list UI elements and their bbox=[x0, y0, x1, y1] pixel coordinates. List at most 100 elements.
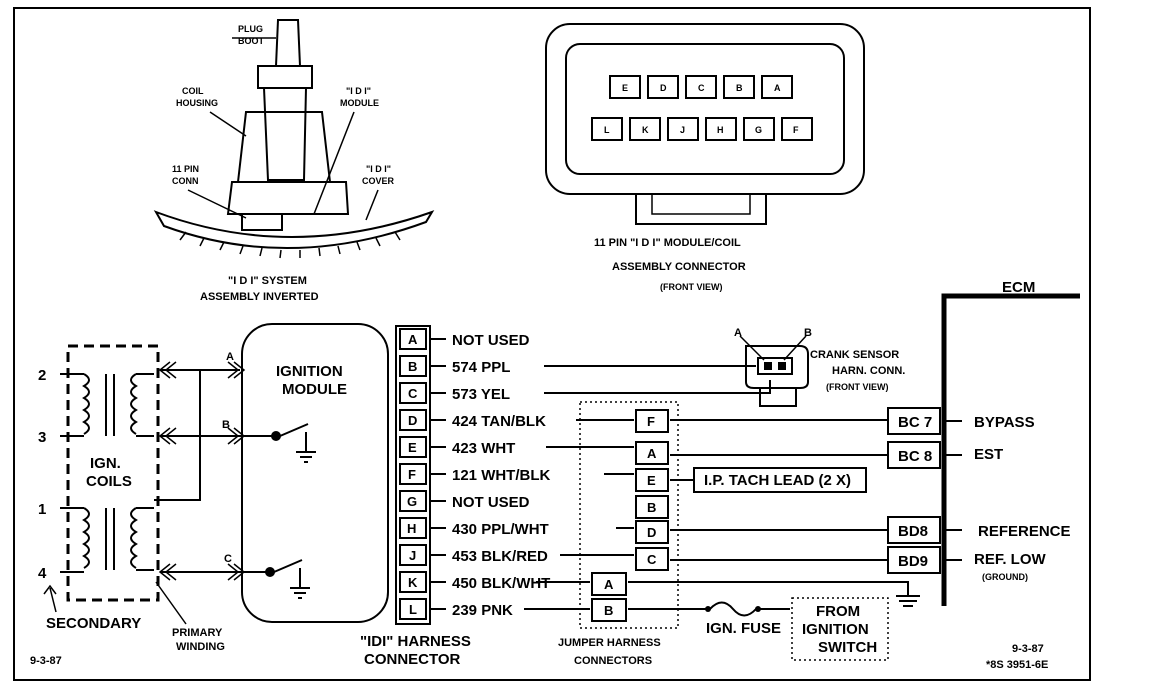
connector-pin: C bbox=[698, 83, 705, 93]
ecm-pin: BC 8 bbox=[898, 448, 932, 465]
connector-pin: L bbox=[604, 125, 610, 135]
idi-module-label-2: MODULE bbox=[340, 98, 379, 108]
jumper-pin: B bbox=[604, 603, 613, 618]
svg-text:CONNECTOR: CONNECTOR bbox=[364, 651, 461, 668]
assembly-caption-1: "I D I" SYSTEM bbox=[228, 275, 307, 287]
module-label-1: IGNITION bbox=[276, 363, 343, 380]
jumper-pin: D bbox=[647, 525, 656, 540]
coil-module-wires: A B C bbox=[154, 351, 274, 581]
svg-text:(FRONT VIEW): (FRONT VIEW) bbox=[826, 382, 889, 392]
coil-terminal-4: 4 bbox=[38, 565, 47, 582]
ignition-coils: 2 3 1 4 IGN. COILS SECONDARY PRIMARY WIN… bbox=[38, 344, 225, 653]
harness-wire-label: 453 BLK/RED bbox=[452, 548, 548, 565]
ignition-switch-label-3: SWITCH bbox=[818, 639, 877, 656]
svg-text:11 PIN: 11 PIN bbox=[172, 164, 199, 174]
jumper-pin: A bbox=[647, 446, 657, 461]
harness-pin: C bbox=[408, 386, 418, 401]
coil-terminal-3: 3 bbox=[38, 429, 46, 446]
module-input-a: A bbox=[226, 351, 234, 363]
harness-pin: H bbox=[407, 521, 416, 536]
harness-wire-label: 430 PPL/WHT bbox=[452, 521, 549, 538]
connector-pin: F bbox=[793, 125, 799, 135]
harness-wire-label: 574 PPL bbox=[452, 359, 510, 376]
page-frame bbox=[13, 7, 1091, 681]
pin-conn-label-1: 11 PIN bbox=[172, 164, 199, 174]
harness-pin-boxes: A B C D E F G H J K L bbox=[399, 328, 427, 620]
svg-text:"I D I": "I D I" bbox=[366, 164, 391, 174]
pin-conn-label-2: CONN bbox=[172, 176, 199, 186]
primary-winding-label-1: PRIMARY bbox=[172, 627, 223, 639]
harness-wire-label: NOT USED bbox=[452, 332, 530, 349]
ignition-switch-label-2: IGNITION bbox=[802, 621, 869, 638]
footer: 9-3-87 9-3-87 *8S 3951-6E bbox=[30, 643, 1048, 671]
connector-bottom-pins: L K J H G F bbox=[591, 117, 813, 141]
harness-wire-label: NOT USED bbox=[452, 494, 530, 511]
svg-text:"IDI" HARNESS: "IDI" HARNESS bbox=[360, 633, 471, 650]
harness-wire-label: 423 WHT bbox=[452, 440, 515, 457]
svg-text:A: A bbox=[734, 327, 742, 339]
harness-pin: G bbox=[407, 494, 417, 509]
connector-pin: A bbox=[774, 83, 781, 93]
jumper-harness: F A E B D C A B JUMPER HARNESS CONNECTOR… bbox=[558, 401, 679, 667]
svg-text:COILS: COILS bbox=[86, 473, 132, 490]
assembly-caption-2: ASSEMBLY INVERTED bbox=[200, 291, 319, 303]
jumper-pin: A bbox=[604, 577, 614, 592]
svg-text:CRANK SENSOR: CRANK SENSOR bbox=[810, 349, 899, 361]
harness-wire-label: 121 WHT/BLK bbox=[452, 467, 551, 484]
svg-text:PLUG: PLUG bbox=[238, 24, 263, 34]
svg-text:C: C bbox=[224, 553, 232, 565]
svg-text:B: B bbox=[222, 419, 230, 431]
svg-text:ASSEMBLY INVERTED: ASSEMBLY INVERTED bbox=[200, 291, 319, 303]
jumper-pin: B bbox=[647, 500, 656, 515]
crank-sensor-label-2: HARN. CONN. bbox=[832, 365, 905, 377]
tach-lead: I.P. TACH LEAD (2 X) bbox=[693, 467, 867, 493]
jumper-caption-1: JUMPER HARNESS bbox=[558, 637, 661, 649]
ecm-pins: BC 7 BC 8 BD8 BD9 bbox=[887, 407, 941, 574]
secondary-label: SECONDARY bbox=[46, 615, 141, 632]
ecm-pin: BC 7 bbox=[898, 414, 932, 431]
harness-wire-label: 450 BLK/WHT bbox=[452, 575, 550, 592]
svg-text:IGN.: IGN. bbox=[90, 455, 121, 472]
connector-caption-2: ASSEMBLY CONNECTOR bbox=[612, 261, 746, 273]
ignition-fuse: IGN. FUSE FROM IGNITION SWITCH bbox=[705, 597, 889, 661]
svg-text:HOUSING: HOUSING bbox=[176, 98, 218, 108]
module-input-c: C bbox=[224, 553, 232, 565]
connector-pin: D bbox=[660, 83, 667, 93]
svg-text:1: 1 bbox=[38, 501, 46, 518]
svg-text:SWITCH: SWITCH bbox=[818, 639, 877, 656]
harness-wire-label: 424 TAN/BLK bbox=[452, 413, 546, 430]
jumper-right-pins: F A E B D C bbox=[635, 409, 669, 571]
ecm-signal: EST bbox=[974, 446, 1003, 463]
primary-winding-label-2: WINDING bbox=[176, 641, 225, 653]
harness-wire-label: 573 YEL bbox=[452, 386, 510, 403]
run-wires bbox=[524, 365, 920, 610]
harness-pin: L bbox=[409, 602, 417, 617]
coil-housing-label-2: HOUSING bbox=[176, 98, 218, 108]
svg-text:COIL: COIL bbox=[182, 86, 204, 96]
coil-housing-label-1: COIL bbox=[182, 86, 204, 96]
jumper-caption-2: CONNECTORS bbox=[574, 655, 652, 667]
jumper-pin: F bbox=[647, 414, 655, 429]
svg-text:FROM: FROM bbox=[816, 603, 860, 620]
idi-cover-label-2: COVER bbox=[362, 176, 395, 186]
crank-pin-a: A bbox=[734, 327, 742, 339]
ecm-signal: REF. LOW bbox=[974, 551, 1047, 568]
harness-wire-labels: NOT USED 574 PPL 573 YEL 424 TAN/BLK 423… bbox=[452, 332, 551, 619]
svg-text:A: A bbox=[226, 351, 234, 363]
svg-text:WINDING: WINDING bbox=[176, 641, 225, 653]
svg-text:CONN: CONN bbox=[172, 176, 199, 186]
footer-code: *8S 3951-6E bbox=[986, 659, 1048, 671]
svg-text:MODULE: MODULE bbox=[340, 98, 379, 108]
svg-text:(FRONT VIEW): (FRONT VIEW) bbox=[660, 282, 723, 292]
idi-assembly-illustration: PLUG BOOT COIL HOUSING "I D I" MODULE 11… bbox=[153, 19, 435, 303]
svg-text:IGNITION: IGNITION bbox=[276, 363, 343, 380]
module-label-2: MODULE bbox=[282, 381, 347, 398]
plug-boot-label-2: BOOT bbox=[238, 36, 265, 46]
harness-pin: E bbox=[408, 440, 417, 455]
jumper-dotted-box bbox=[579, 401, 679, 629]
connector-pin: H bbox=[717, 125, 724, 135]
connector-pin: G bbox=[755, 125, 762, 135]
svg-text:MODULE: MODULE bbox=[282, 381, 347, 398]
crank-sensor-label-1: CRANK SENSOR bbox=[810, 349, 899, 361]
fuse-label: IGN. FUSE bbox=[706, 620, 781, 637]
